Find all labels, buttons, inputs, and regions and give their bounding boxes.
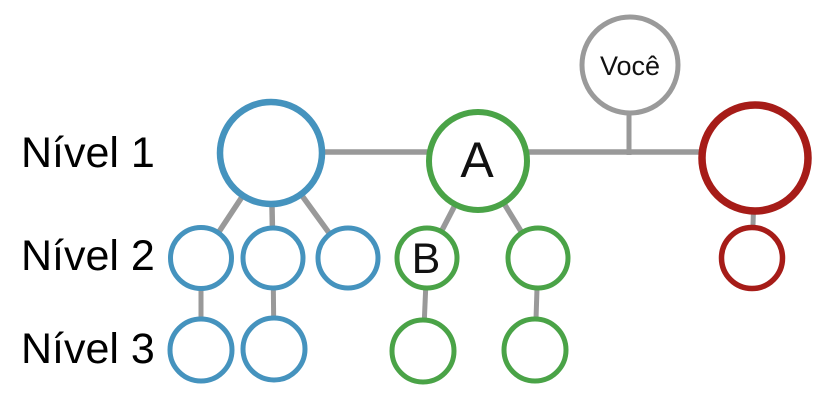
node-b-label: B — [412, 235, 441, 283]
node-blue-level3-1 — [167, 316, 235, 384]
node-blue-level1 — [216, 98, 326, 208]
node-red-level2 — [718, 224, 786, 292]
node-you-circle — [579, 14, 681, 116]
node-green-level3-2 — [501, 316, 569, 384]
level-3-label: Nível 3 — [21, 325, 155, 373]
level-1-label: Nível 1 — [21, 129, 155, 177]
node-b-circle — [394, 225, 460, 291]
node-green-level3-1 — [389, 317, 457, 385]
nodes: Você A B — [167, 14, 812, 385]
node-you-label: Você — [600, 51, 660, 81]
node-a-circle — [426, 109, 530, 213]
level-2-label: Nível 2 — [21, 232, 155, 280]
node-blue-level2-2 — [240, 225, 306, 291]
node-green-level2-2 — [505, 225, 571, 291]
node-red-level1 — [698, 101, 812, 215]
node-blue-level2-3 — [315, 225, 381, 291]
node-blue-level3-2 — [240, 315, 308, 383]
node-blue-level2-1 — [168, 225, 234, 291]
node-a-label: A — [460, 132, 494, 188]
level-labels: Nível 1 Nível 2 Nível 3 — [21, 129, 155, 373]
